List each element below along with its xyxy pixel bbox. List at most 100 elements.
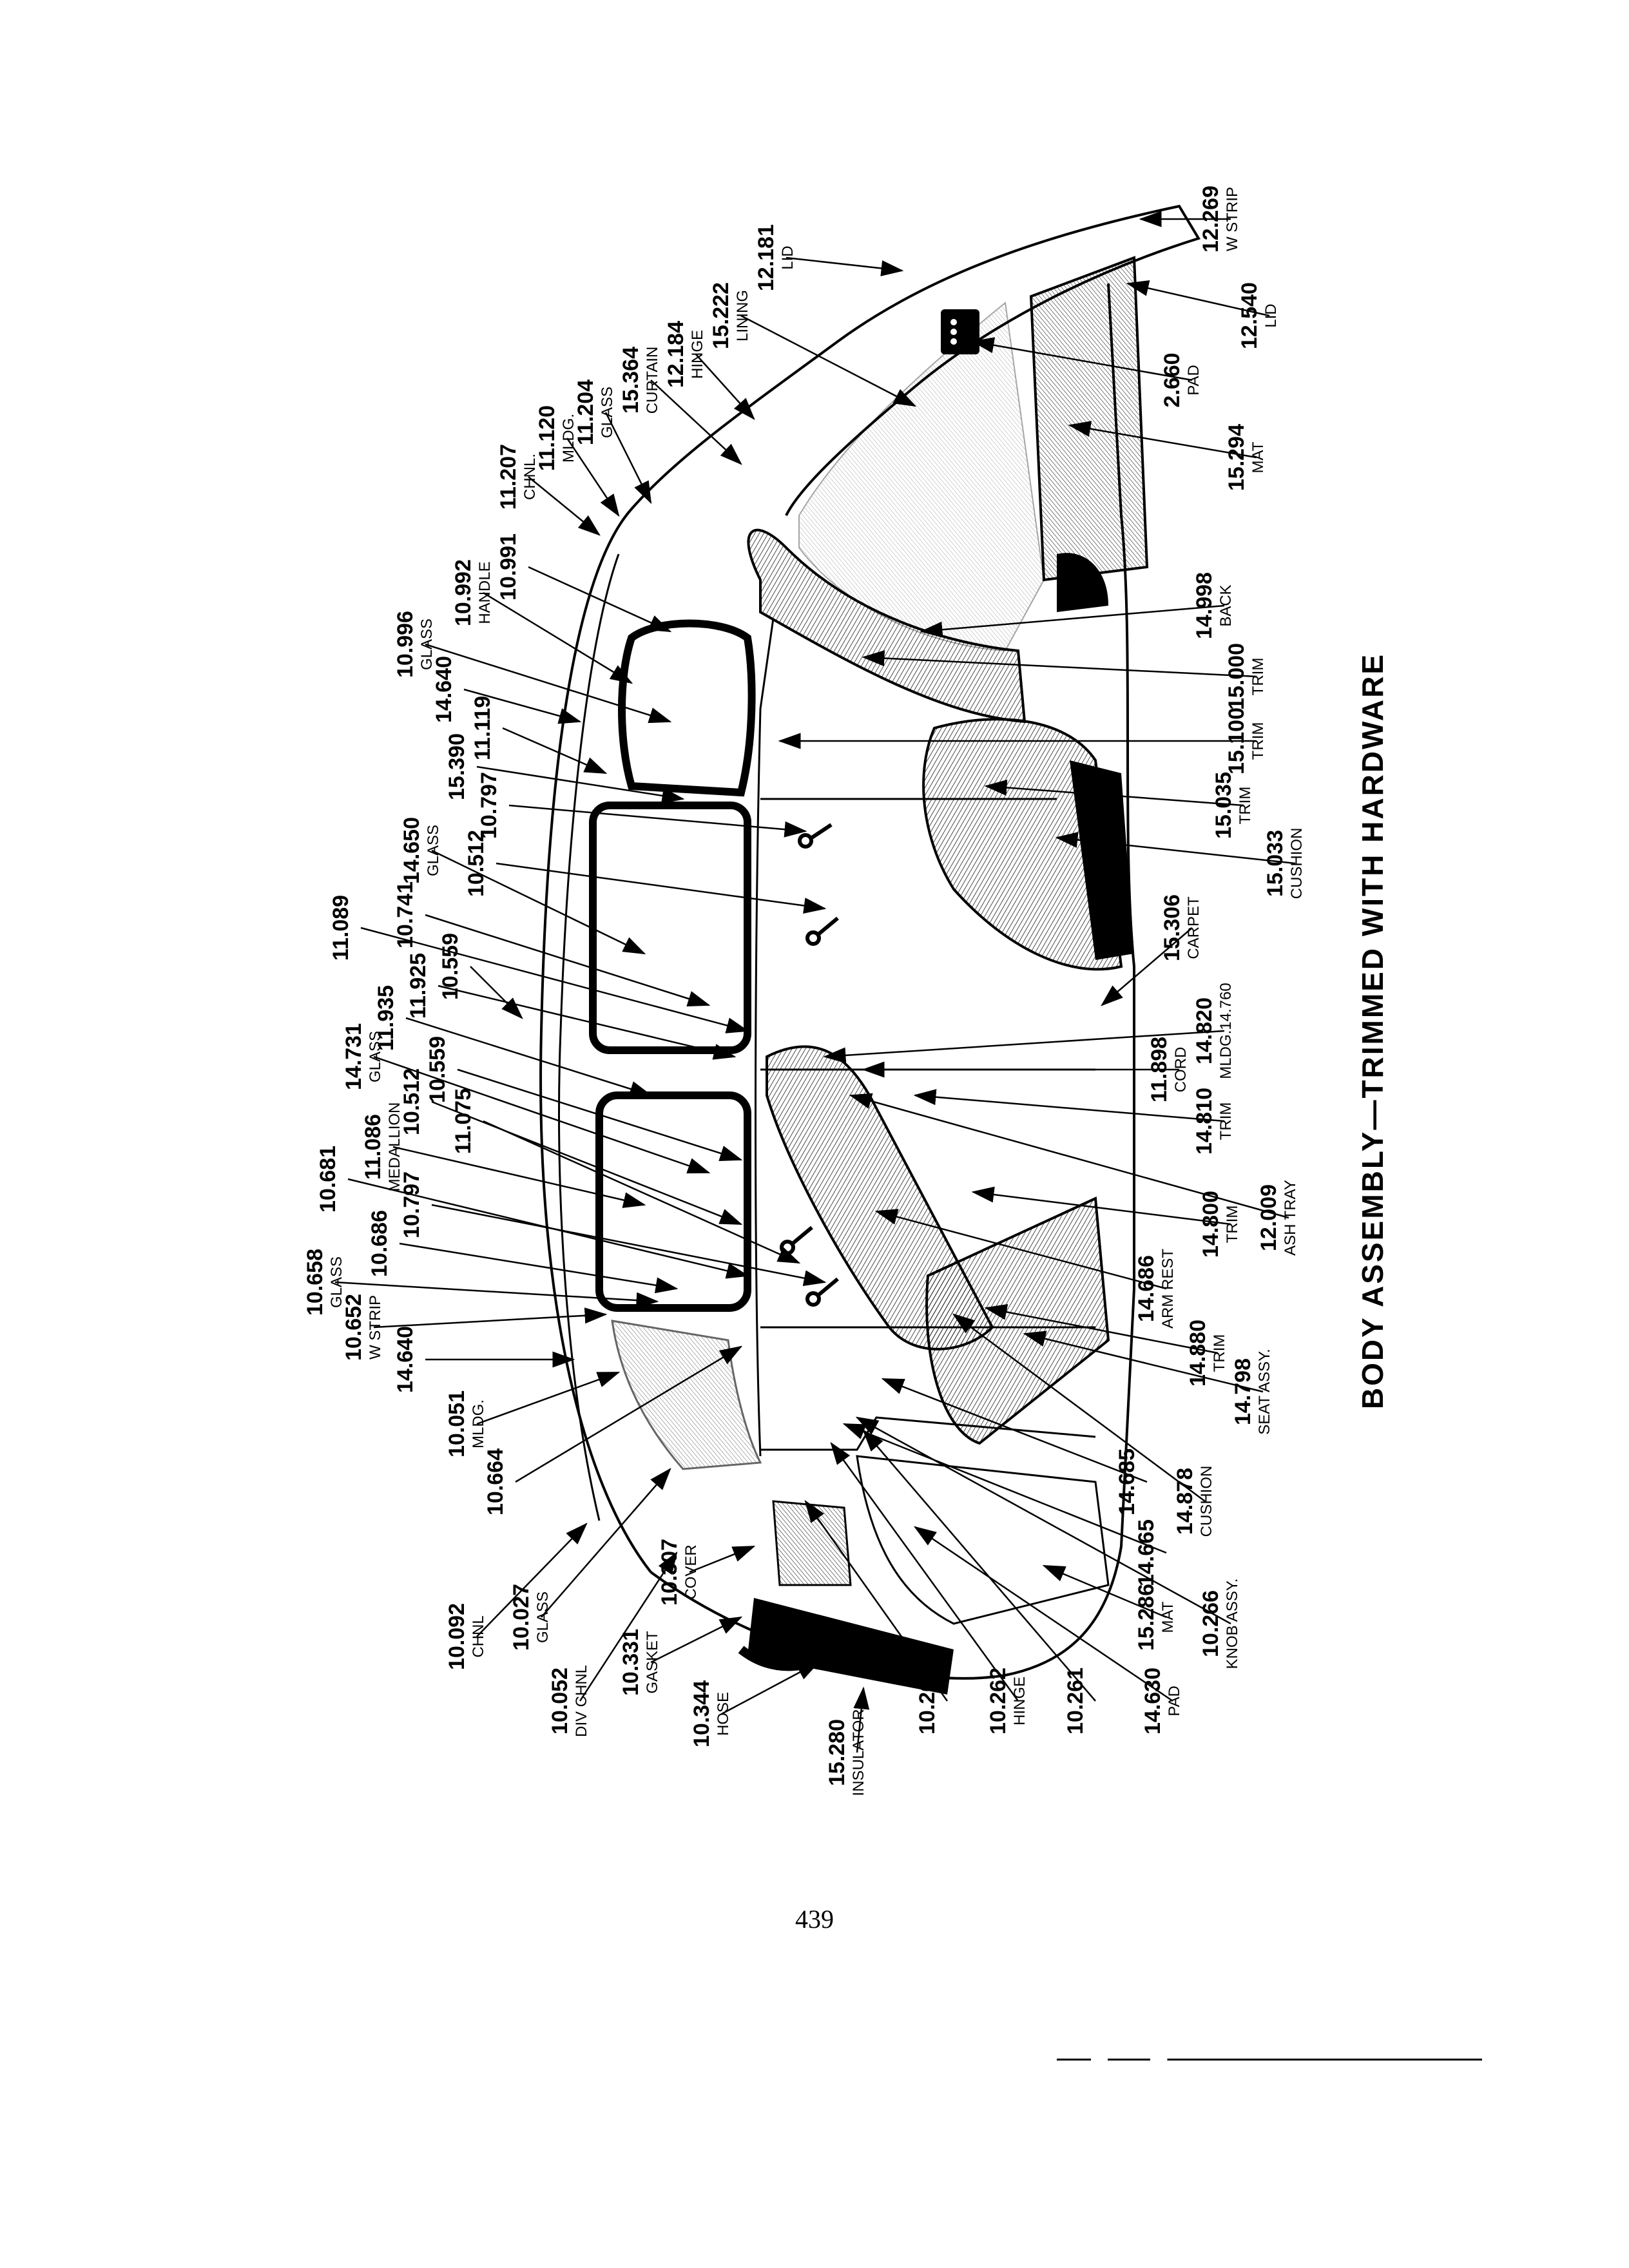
callout-10-260: 10.260 — [804, 1499, 949, 1735]
caption-container: BODY ASSEMBLY—TRIMMED WITH HARDWARE — [1340, 644, 1405, 1418]
leader-line — [508, 804, 807, 838]
roof-rail — [558, 553, 620, 1521]
part-name: CUSHION — [1288, 828, 1306, 899]
part-number: 10.027 — [509, 1584, 534, 1651]
rear-seat-shadow — [1070, 760, 1134, 960]
leader-line — [392, 1146, 646, 1208]
part-name: HOSE — [715, 1692, 732, 1736]
leader-line — [496, 862, 827, 914]
part-number: 11.089 — [329, 895, 353, 961]
leader-line — [431, 1100, 743, 1225]
leader-line — [984, 1303, 1219, 1354]
leader-line — [913, 1526, 1173, 1702]
leader-line — [984, 779, 1244, 807]
part-name: W STRIP — [1224, 187, 1241, 251]
leader-line — [476, 1371, 621, 1425]
part-number: 14.685 — [1115, 1448, 1139, 1515]
part-number: 10.051 — [445, 1390, 469, 1457]
leader-line — [425, 914, 711, 1007]
leader-line — [862, 1429, 1096, 1702]
part-number: 10.797 — [400, 1171, 424, 1238]
part-number: 10.307 — [657, 1539, 682, 1606]
part-number: 10.681 — [316, 1146, 340, 1213]
leader-line — [1068, 421, 1257, 459]
part-number: 10.559 — [425, 1036, 450, 1103]
part-name: TRIM — [1217, 1102, 1235, 1140]
leader-line — [804, 1499, 949, 1702]
leader-line — [920, 604, 1225, 638]
part-name: GLASS — [534, 1591, 552, 1643]
rear-seat-cushion — [922, 718, 1123, 971]
front-seat-cushion — [925, 1196, 1110, 1445]
diagram-caption: BODY ASSEMBLY—TRIMMED WITH HARDWARE — [1356, 652, 1389, 1410]
callout-11-935: 11.935 — [374, 985, 653, 1097]
leader-line — [823, 1030, 1225, 1064]
part-number: 11.207 — [496, 444, 521, 510]
callout-10-991: 10.991 — [496, 533, 672, 633]
part-number: 11.120 — [535, 405, 559, 471]
leader-line — [1055, 832, 1296, 865]
leader-line — [1023, 1331, 1264, 1393]
part-number: 11.925 — [406, 953, 430, 1019]
leader-line — [842, 1423, 1167, 1554]
part-name: TRIM — [1224, 1206, 1241, 1244]
leader-line — [373, 1055, 711, 1174]
callout-14-685: 14.685 — [881, 1378, 1148, 1515]
quarter-window — [618, 619, 756, 797]
part-number: 14.820 — [1192, 997, 1217, 1064]
part-name: GLASS — [599, 387, 616, 438]
part-number: 11.935 — [374, 985, 398, 1051]
leader-line — [476, 1523, 588, 1637]
part-number: 14.810 — [1192, 1088, 1217, 1155]
part-number: 10.260 — [915, 1667, 940, 1735]
leader-line — [874, 1209, 1167, 1290]
part-number: 12.269 — [1199, 186, 1223, 253]
leader-line — [740, 314, 917, 407]
part-number: 2.660 — [1160, 352, 1184, 407]
part-number: 14.798 — [1231, 1358, 1255, 1425]
part-name: LID — [779, 245, 796, 269]
part-number: 15.280 — [825, 1719, 849, 1786]
callout-14-640: 14.640 — [432, 656, 582, 724]
part-number: 11.075 — [451, 1088, 476, 1154]
callout-10-512: 10.512 — [464, 830, 827, 914]
floor-mat — [856, 1455, 1110, 1625]
part-number: 15.100 — [1224, 707, 1249, 774]
part-name: GLASS — [328, 1256, 345, 1308]
callout-10-512: 10.512 — [400, 1068, 743, 1225]
part-name: COVER — [682, 1544, 700, 1599]
trunk-pad — [941, 309, 979, 354]
part-number: 10.991 — [496, 533, 521, 601]
leader-line — [913, 1089, 1225, 1122]
leader-line — [971, 1186, 1231, 1225]
part-number: 15.035 — [1211, 772, 1236, 839]
part-name: CUSHION — [1198, 1466, 1215, 1537]
leader-line — [830, 1441, 1019, 1702]
part-number: 14.650 — [400, 817, 424, 884]
callout-15-390: 15.390 — [445, 733, 685, 804]
part-number: 15.364 — [619, 347, 643, 414]
part-name: CORD — [1172, 1047, 1190, 1093]
trunk-floor — [1029, 256, 1149, 582]
part-number: 14.640 — [432, 656, 456, 723]
